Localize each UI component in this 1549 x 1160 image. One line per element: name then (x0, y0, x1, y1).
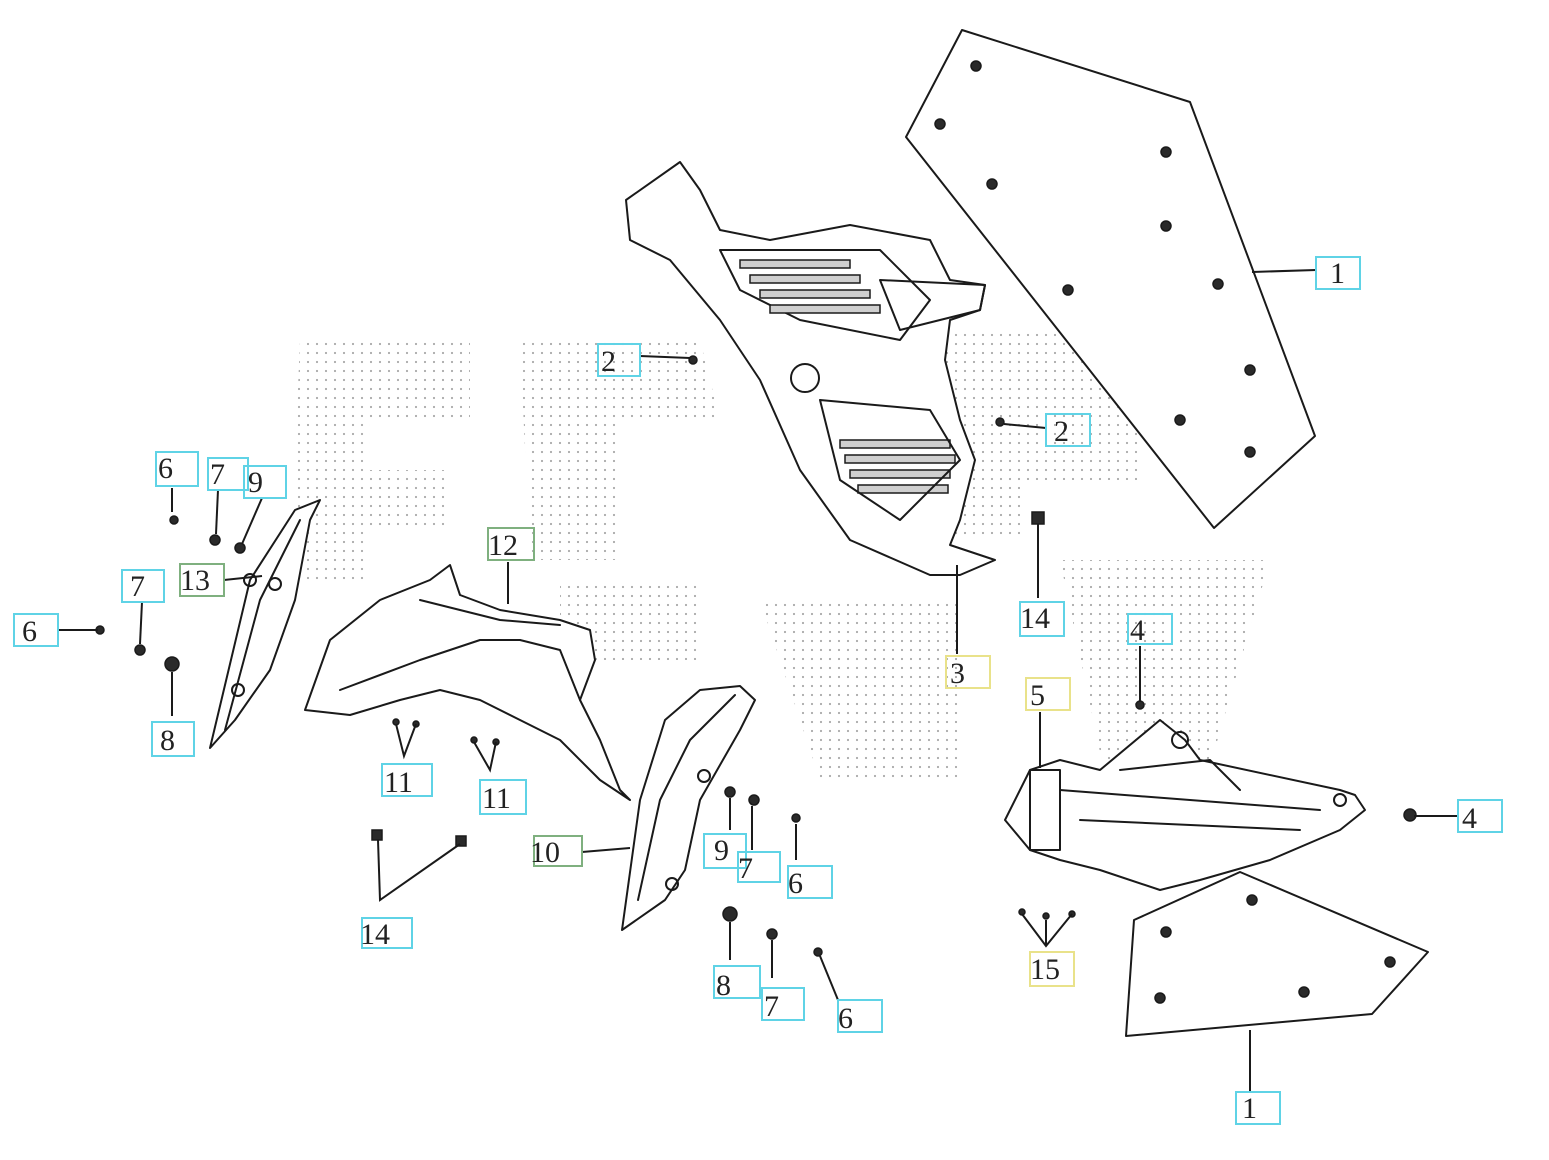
svg-text:4: 4 (1130, 614, 1145, 647)
callout-14-left: 14 (360, 917, 413, 951)
callout-8-center: 8 (713, 965, 761, 1002)
callout-4-right: 4 (1457, 799, 1503, 835)
svg-text:4: 4 (1462, 802, 1477, 835)
front-fender (304, 564, 631, 801)
callout-5: 5 (1025, 677, 1071, 712)
svg-text:11: 11 (482, 782, 511, 815)
callout-7-center: 7 (737, 851, 781, 885)
svg-text:1: 1 (1242, 1092, 1257, 1125)
floor-mat-lower (1125, 871, 1429, 1037)
svg-text:7: 7 (210, 458, 225, 491)
svg-text:6: 6 (838, 1002, 853, 1035)
under-tray (1004, 719, 1366, 891)
callout-8-left: 8 (151, 721, 195, 757)
hardware-fasteners (95, 355, 1417, 957)
svg-text:8: 8 (160, 724, 175, 757)
callout-2-right: 2 (1045, 413, 1091, 448)
svg-text:1: 1 (1330, 257, 1345, 290)
inner-front-shield (625, 161, 996, 576)
callout-10: 10 (530, 835, 583, 869)
svg-text:11: 11 (384, 766, 413, 799)
callout-6-left: 6 (13, 613, 59, 648)
svg-text:15: 15 (1030, 953, 1060, 986)
callout-4-upper: 4 (1127, 613, 1173, 647)
callout-3: 3 (945, 655, 991, 690)
svg-text:13: 13 (180, 564, 210, 597)
callout-1-upper: 1 (1315, 256, 1361, 290)
svg-text:6: 6 (22, 615, 37, 648)
callout-13: 13 (179, 563, 225, 597)
callout-labels: 1 2 2 3 14 4 5 4 (13, 256, 1503, 1125)
svg-text:9: 9 (248, 466, 263, 499)
svg-text:8: 8 (716, 969, 731, 1002)
callout-1-lower: 1 (1235, 1091, 1281, 1125)
svg-text:7: 7 (738, 852, 753, 885)
callout-7-bottom: 7 (761, 987, 805, 1023)
svg-text:2: 2 (1054, 415, 1069, 448)
callout-2-left: 2 (597, 343, 641, 378)
callout-11-left: 11 (381, 763, 433, 799)
svg-text:9: 9 (714, 834, 729, 867)
svg-text:10: 10 (530, 836, 560, 869)
svg-text:7: 7 (130, 570, 145, 603)
svg-text:6: 6 (788, 867, 803, 900)
callout-14-right: 14 (1019, 601, 1065, 637)
callout-6-bottom: 6 (837, 999, 883, 1035)
leader-lines (58, 269, 1458, 1092)
callout-7-topleft: 7 (207, 457, 249, 491)
callout-12: 12 (487, 527, 535, 562)
callout-6-center: 6 (787, 865, 833, 900)
callout-6-topleft: 6 (155, 451, 199, 487)
callout-15: 15 (1029, 951, 1075, 987)
callout-7-left: 7 (121, 569, 165, 603)
svg-text:5: 5 (1030, 679, 1045, 712)
callout-9-topleft: 9 (243, 465, 287, 499)
callout-11-right: 11 (479, 779, 527, 815)
side-cover-left (209, 499, 321, 749)
svg-text:7: 7 (764, 990, 779, 1023)
svg-text:14: 14 (360, 918, 390, 951)
svg-text:12: 12 (488, 529, 518, 562)
svg-text:2: 2 (601, 345, 616, 378)
floor-mat-upper (905, 29, 1316, 529)
svg-text:14: 14 (1020, 602, 1050, 635)
svg-text:6: 6 (158, 452, 173, 485)
svg-text:3: 3 (950, 657, 965, 690)
side-cover-right (621, 685, 756, 931)
